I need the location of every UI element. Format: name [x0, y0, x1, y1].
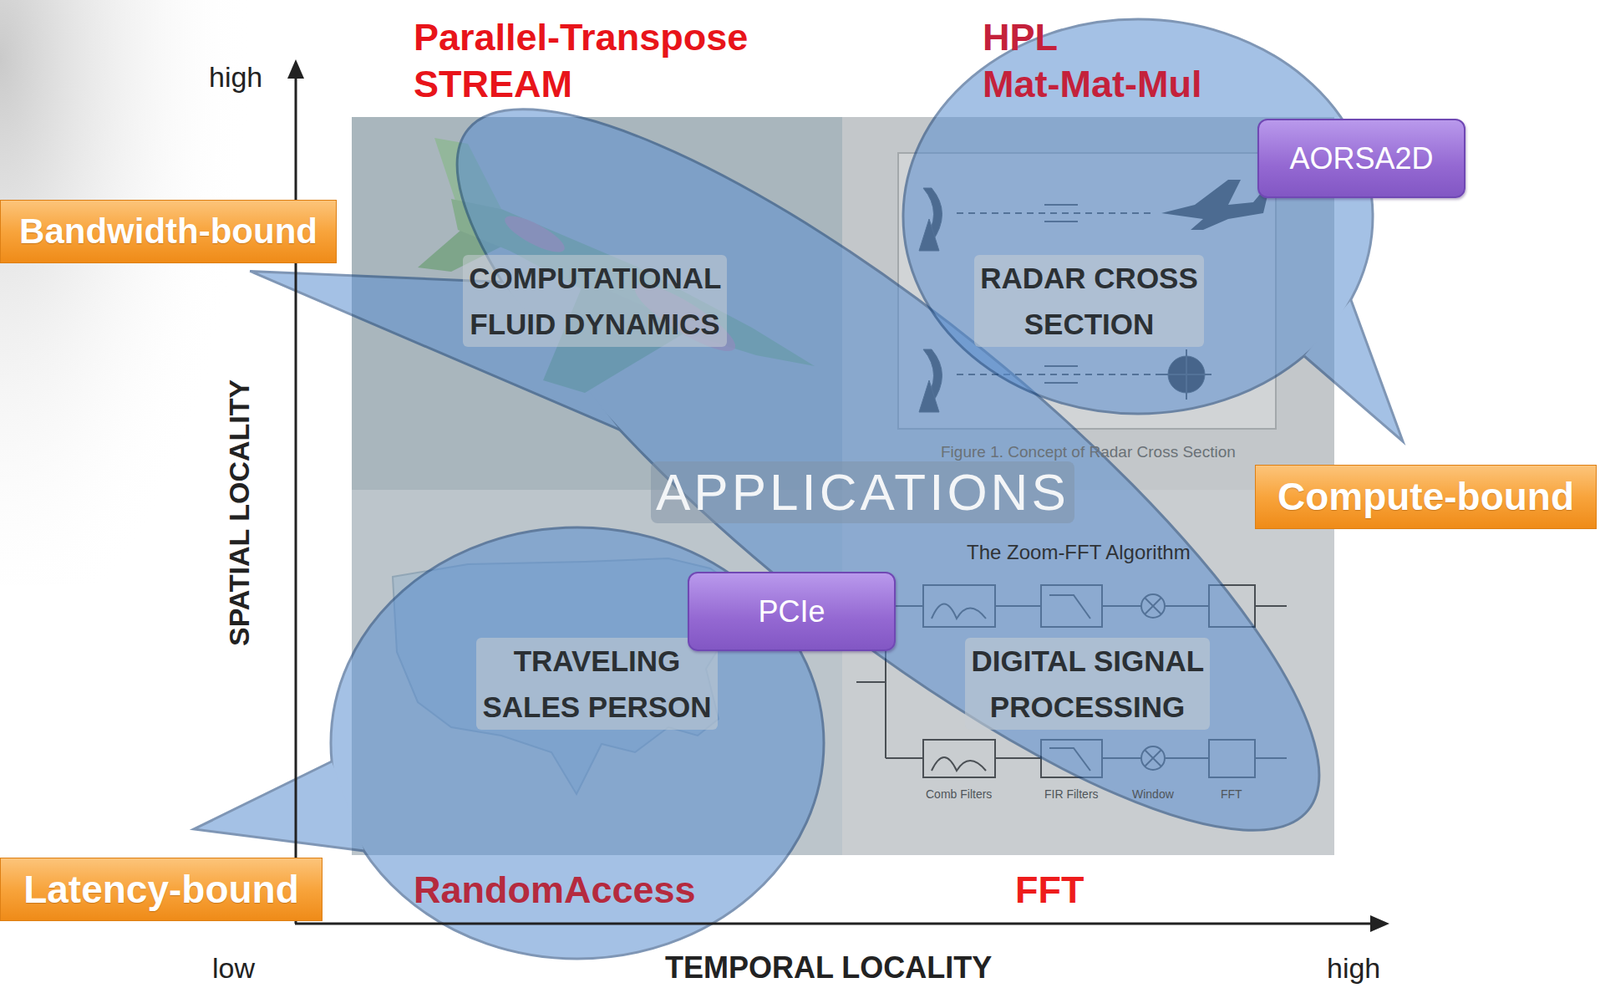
filter-curve [931, 756, 986, 771]
text-word: Cross [1137, 442, 1179, 461]
axis-end-label: low [212, 950, 255, 986]
axes [287, 59, 1390, 932]
callout-bubble [903, 19, 1403, 442]
bubble-tail [193, 761, 365, 851]
application-quadrant: COMPUTATIONAL FLUID DYNAMICS [351, 116, 843, 490]
text-word: PROCESSING [990, 690, 1185, 723]
text-word: Algorithm [1105, 540, 1190, 564]
text-word: COMPUTATIONAL [468, 261, 721, 295]
quadrant-title: COMPUTATIONAL FLUID DYNAMICS [462, 254, 727, 347]
axis-arrowhead [1370, 914, 1390, 932]
text-word: Bandwidth-bound [19, 211, 318, 251]
text-word: TEMPORAL [665, 949, 834, 985]
axis-end-label: high [1326, 950, 1381, 986]
box-label: Latency-bound [23, 867, 300, 912]
benchmark-name: RandomAccess [413, 867, 696, 913]
application-quadrant: TRAVELING SALES PERSON [351, 489, 843, 855]
callout-bubble [249, 0, 1405, 988]
text-word: Concept [1007, 442, 1067, 461]
text-word: HPL [982, 15, 1057, 59]
bubble-tail-edge [1304, 299, 1403, 442]
signal-wire [1254, 604, 1287, 607]
text-word: Mat-Mat-Mul [982, 62, 1202, 106]
figure-caption: Figure 1. Concept of Radar Cross Section [940, 442, 1236, 462]
box-label: Bandwidth-bound [19, 211, 318, 252]
text-word: Section [1182, 442, 1235, 461]
benchmark-name: FFT [1015, 867, 1084, 913]
text-word: SIGNAL [1093, 644, 1204, 677]
quadrant-title: RADAR CROSS SECTION [974, 254, 1204, 347]
box-label: Compute-bound [1277, 474, 1575, 519]
text-word: Window [1132, 787, 1174, 801]
signal-wire [856, 680, 886, 683]
text-word: DIGITAL [970, 644, 1086, 677]
benchmark-name: HPL Mat-Mat-Mul [982, 14, 1204, 108]
box-label: AORSA2D [1289, 141, 1433, 176]
text-word: high [1326, 951, 1381, 984]
text-word: 1. [990, 442, 1004, 461]
text-word: Parallel-Transpose [413, 15, 748, 59]
workload-box: AORSA2D [1257, 118, 1466, 199]
text-word: Filters [960, 787, 992, 801]
text-word: PCIe [757, 594, 825, 629]
filter-block [923, 739, 996, 778]
text-word: FLUID [469, 307, 556, 341]
text-word: PERSON [588, 690, 712, 723]
axis-arrowhead [287, 59, 305, 79]
bubble-tail [1304, 299, 1403, 442]
text-word: of [1071, 442, 1085, 461]
text-word: Zoom-FFT [1006, 540, 1102, 564]
bubble-body [903, 19, 1373, 414]
axis-label: SPATIAL LOCALITY [222, 379, 257, 646]
bubble-tail-edge [193, 761, 365, 851]
text-word: CROSS [1093, 261, 1198, 295]
text-word: FFT [1015, 868, 1084, 911]
text-word: LOCALITY [223, 379, 255, 522]
figure-caption: The Zoom-FFT Algorithm [966, 540, 1191, 564]
block-label: FFT [1220, 787, 1243, 802]
text-word: SPATIAL [223, 528, 255, 646]
box-label: PCIe [757, 594, 825, 629]
watermark-title: APPLICATIONS [650, 461, 1075, 524]
block-label: FIR Filters [1044, 787, 1099, 802]
quadrant-title: TRAVELING SALES PERSON [476, 637, 718, 730]
text-word: DYNAMICS [563, 307, 721, 341]
text-word: APPLICATIONS [655, 462, 1070, 521]
text-word: The [966, 540, 1001, 564]
bound-type-box: Bandwidth-bound [0, 199, 337, 264]
text-word: Compute-bound [1277, 474, 1575, 519]
text-word: AORSA2D [1289, 141, 1433, 176]
signal-wire [885, 756, 924, 759]
text-word: Radar [1088, 442, 1133, 461]
signal-wire [995, 756, 1042, 759]
benchmark-name: Parallel-Transpose STREAM [413, 14, 751, 108]
text-word: Comb [925, 787, 957, 801]
axis-end-label: high [208, 60, 263, 95]
block-label: Window [1132, 787, 1174, 802]
text-word: SALES [482, 690, 580, 723]
text-word: STREAM [413, 62, 573, 106]
text-word: RADAR [980, 261, 1086, 295]
block-label: Comb Filters [925, 787, 992, 802]
axis-label: TEMPORAL LOCALITY [665, 949, 992, 986]
text-word: SECTION [1024, 307, 1155, 341]
text-word: low [212, 951, 255, 984]
text-word: high [208, 60, 263, 93]
bound-type-box: Latency-bound [0, 857, 323, 921]
workload-box: PCIe [687, 571, 896, 651]
text-word: Filters [1066, 787, 1098, 801]
bound-type-box: Compute-bound [1254, 464, 1597, 529]
text-word: Latency-bound [23, 867, 300, 911]
x-axis [294, 922, 1372, 925]
text-word: TRAVELING [513, 644, 681, 677]
text-word: LOCALITY [841, 949, 992, 985]
quadrant-title: DIGITAL SIGNAL PROCESSING [965, 637, 1210, 730]
text-word: FIR [1044, 787, 1064, 801]
text-word: FFT [1220, 787, 1243, 801]
text-word: Figure [940, 442, 986, 461]
text-word: RandomAccess [413, 868, 696, 911]
